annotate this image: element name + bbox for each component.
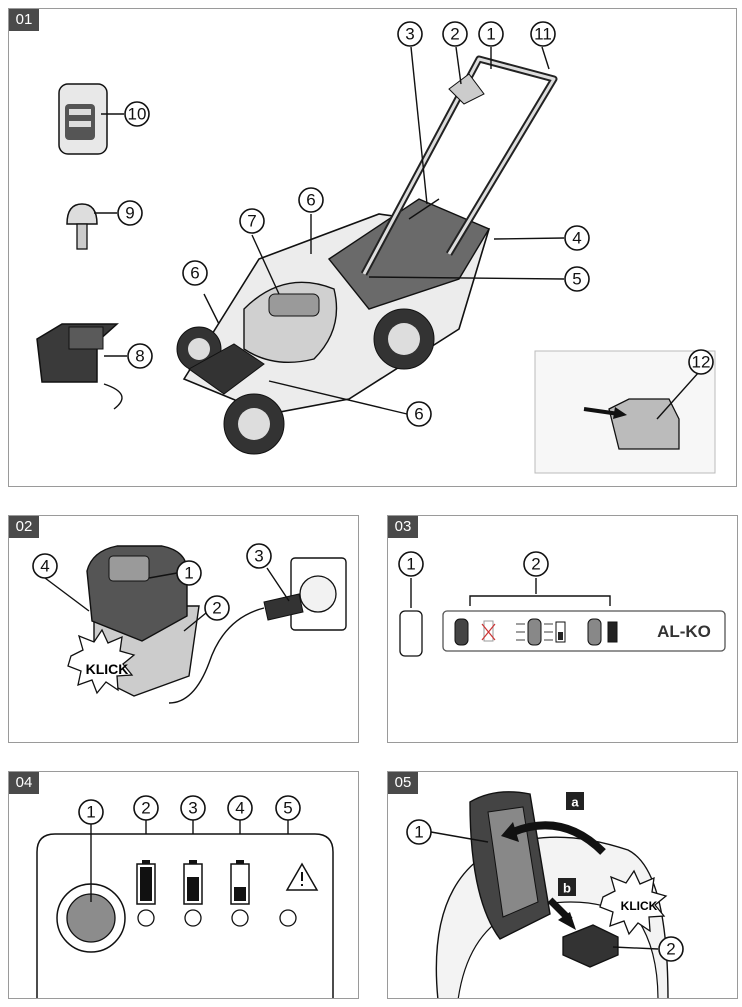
callout-12-label: 12 bbox=[692, 353, 711, 372]
inset-detail-box bbox=[534, 350, 716, 474]
panel-03-charger-indicators: 03 AL-KO 1 2 bbox=[387, 515, 738, 743]
klick-burst bbox=[67, 628, 136, 695]
callout-4-label: 4 bbox=[572, 229, 581, 248]
callout-11-label: 11 bbox=[534, 25, 552, 44]
callout-2: 2 bbox=[204, 595, 230, 621]
control-panel-illustration bbox=[36, 820, 334, 998]
callout-1-label: 1 bbox=[414, 823, 423, 842]
battery-insertion-illustration: a b KLICK bbox=[430, 791, 669, 998]
callouts-03: 1 2 bbox=[398, 551, 549, 577]
callout-7: 7 bbox=[239, 208, 265, 234]
klick-text: KLICK bbox=[621, 899, 658, 913]
callout-4: 4 bbox=[564, 225, 590, 251]
callout-1: 1 bbox=[78, 799, 104, 825]
callout-2-label: 2 bbox=[212, 599, 221, 618]
callout-5: 5 bbox=[564, 266, 590, 292]
callout-4: 4 bbox=[32, 553, 58, 579]
charger-illustration bbox=[36, 323, 123, 410]
panel-tag: 05 bbox=[388, 772, 418, 794]
callout-6b: 6 bbox=[182, 260, 208, 286]
callout-9: 9 bbox=[117, 200, 143, 226]
callout-2-label: 2 bbox=[450, 25, 459, 44]
callout-10: 10 bbox=[124, 101, 150, 127]
callout-4-label: 4 bbox=[40, 557, 49, 576]
callouts-04: 1 2 3 4 5 bbox=[78, 795, 301, 825]
panel-tag: 03 bbox=[388, 516, 418, 538]
callout-11: 11 bbox=[530, 21, 556, 47]
callout-6a: 6 bbox=[298, 187, 324, 213]
callouts-02: 1 2 3 4 bbox=[32, 543, 272, 621]
callout-4: 4 bbox=[227, 795, 253, 821]
mower-overview-illustration bbox=[36, 46, 716, 474]
callouts-01: 1 2 3 4 5 6 6 6 7 8 9 10 11 12 bbox=[117, 21, 714, 427]
callout-4-label: 4 bbox=[235, 799, 244, 818]
safety-key-illustration bbox=[66, 203, 98, 250]
klick-burst bbox=[599, 869, 668, 936]
step-label-b: b bbox=[563, 881, 571, 896]
callout-2-label: 2 bbox=[531, 555, 540, 574]
panel-02-charging: 02 KLICK 1 2 3 4 bbox=[8, 515, 359, 743]
callout-5-label: 5 bbox=[283, 799, 292, 818]
callout-1-label: 1 bbox=[406, 555, 415, 574]
callout-5-label: 5 bbox=[572, 270, 581, 289]
callout-7-label: 7 bbox=[247, 212, 256, 231]
panel-tag: 02 bbox=[9, 516, 39, 538]
panel-01-mower-overview: 01 bbox=[8, 8, 737, 487]
callout-2: 2 bbox=[658, 936, 684, 962]
callout-10-label: 10 bbox=[128, 105, 147, 124]
callout-3-label: 3 bbox=[405, 25, 414, 44]
callout-leaders bbox=[94, 46, 700, 420]
callout-12: 12 bbox=[688, 349, 714, 375]
panel-04-control-panel: 04 1 2 3 4 5 bbox=[8, 771, 359, 999]
callout-6c: 6 bbox=[406, 401, 432, 427]
callout-6c-label: 6 bbox=[414, 405, 423, 424]
callout-2-label: 2 bbox=[141, 799, 150, 818]
callout-9-label: 9 bbox=[125, 204, 134, 223]
step-label-a: a bbox=[571, 795, 579, 810]
callout-5: 5 bbox=[275, 795, 301, 821]
callouts-05: 1 2 bbox=[406, 819, 684, 962]
callout-1: 1 bbox=[176, 560, 202, 586]
callout-6b-label: 6 bbox=[190, 264, 199, 283]
callout-3: 3 bbox=[180, 795, 206, 821]
charging-illustration: KLICK bbox=[44, 545, 347, 704]
charger-indicator-illustration: AL-KO bbox=[399, 578, 726, 657]
callout-1-label: 1 bbox=[86, 803, 95, 822]
callout-2-label: 2 bbox=[666, 940, 675, 959]
callout-1-label: 1 bbox=[184, 564, 193, 583]
callout-1: 1 bbox=[398, 551, 424, 577]
callout-6a-label: 6 bbox=[306, 191, 315, 210]
callout-3-label: 3 bbox=[188, 799, 197, 818]
callout-2: 2 bbox=[523, 551, 549, 577]
callout-3-label: 3 bbox=[254, 547, 263, 566]
panel-tag: 01 bbox=[9, 9, 39, 31]
klick-text: KLICK bbox=[86, 661, 129, 677]
callout-1: 1 bbox=[478, 21, 504, 47]
panel-05-battery-insertion: 05 a b KLICK 1 2 bbox=[387, 771, 738, 999]
callout-1: 1 bbox=[406, 819, 432, 845]
callout-3: 3 bbox=[246, 543, 272, 569]
lawn-mower-illustration bbox=[176, 55, 558, 455]
panel-tag: 04 bbox=[9, 772, 39, 794]
callout-1-label: 1 bbox=[486, 25, 495, 44]
callout-8-label: 8 bbox=[135, 347, 144, 366]
battery-pack-illustration bbox=[58, 83, 108, 155]
callout-2: 2 bbox=[442, 21, 468, 47]
brand-logo-text: AL-KO bbox=[657, 622, 711, 641]
callout-8: 8 bbox=[127, 343, 153, 369]
callout-3: 3 bbox=[397, 21, 423, 47]
callout-2: 2 bbox=[133, 795, 159, 821]
